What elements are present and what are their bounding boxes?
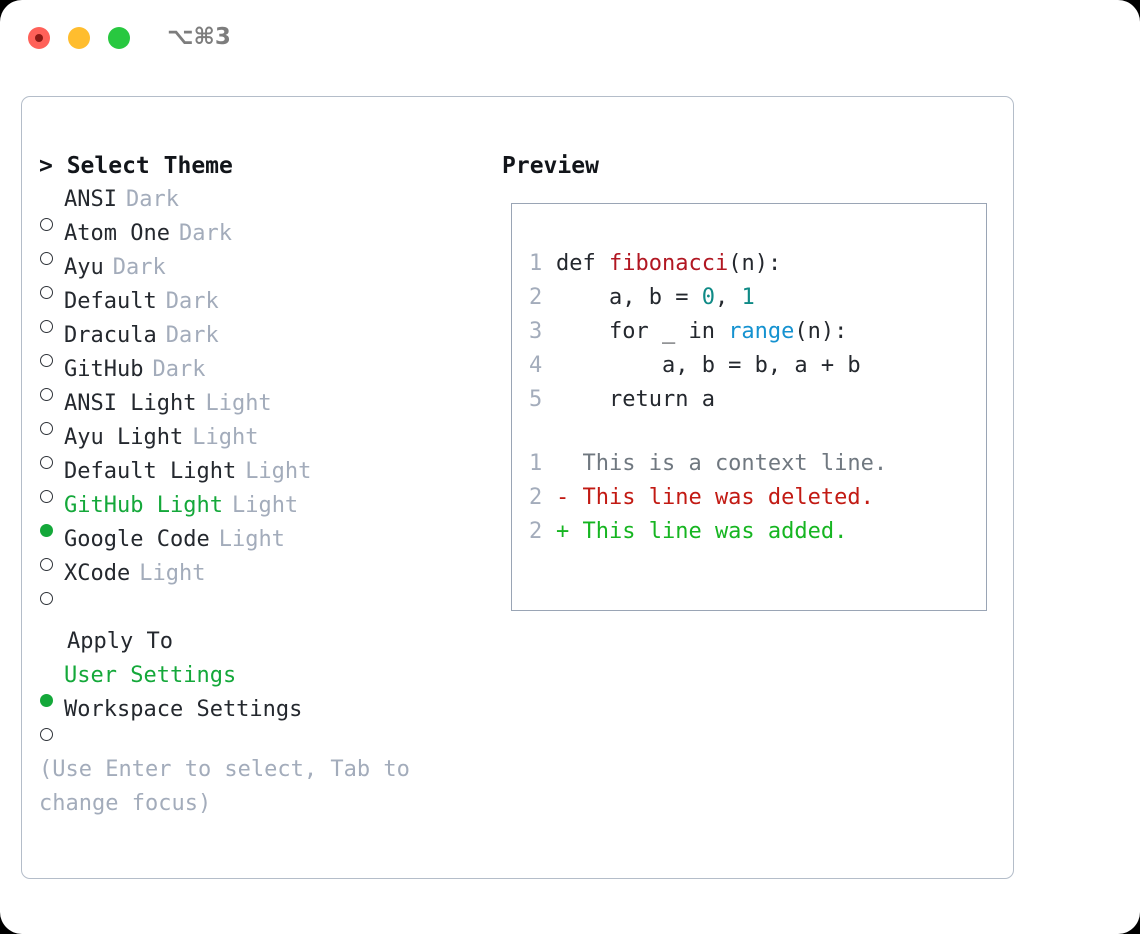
theme-option-label: Google Code — [64, 527, 210, 552]
apply-to-option-1[interactable]: Workspace Settings — [39, 693, 499, 741]
theme-option-2[interactable]: Ayu Dark — [39, 251, 499, 299]
select-theme-heading: > Select Theme — [39, 153, 233, 179]
theme-option-label: GitHub Light — [64, 493, 223, 518]
code-line-number: 3 — [529, 319, 543, 344]
code-line-text: def fibonacci(n): — [556, 247, 781, 281]
minimize-button[interactable] — [68, 27, 90, 49]
theme-option-11[interactable]: XCode Light — [39, 557, 499, 605]
theme-option-label: GitHub — [64, 357, 144, 382]
theme-option-label: Dracula — [64, 323, 157, 348]
code-token: fibonacci — [608, 251, 729, 276]
diff-line-number: 1 — [529, 451, 543, 476]
theme-option-label: XCode — [64, 561, 131, 586]
diff-line: 2 - This line was deleted. — [529, 481, 978, 515]
code-token: a, b = b, a + b — [556, 353, 861, 378]
code-token: def — [556, 251, 609, 276]
theme-option-6[interactable]: ANSI Light Light — [39, 387, 499, 435]
apply-to-option-0[interactable]: User Settings — [39, 659, 499, 707]
theme-option-label: Ayu — [64, 255, 104, 280]
maximize-button[interactable] — [108, 27, 130, 49]
code-line-number: 5 — [529, 387, 543, 412]
code-line-text: a, b = b, a + b — [556, 349, 861, 383]
code-diff-separator — [529, 417, 978, 447]
theme-option-7[interactable]: Ayu Light Light — [39, 421, 499, 469]
theme-option-variant-badge: Dark — [165, 323, 219, 348]
code-line: 2 a, b = 0, 1 — [529, 281, 978, 315]
apply-to-option-label: User Settings — [64, 663, 237, 688]
diff-line: 1 This is a context line. — [529, 447, 978, 481]
diff-line-text: + This line was added. — [556, 519, 848, 544]
code-token: (n): — [728, 251, 782, 276]
code-token: a, b = — [556, 285, 702, 310]
code-token: range — [728, 319, 795, 344]
theme-option-label: Default Light — [64, 459, 237, 484]
theme-option-4[interactable]: Dracula Dark — [39, 319, 499, 367]
diff-line: 2 + This line was added. — [529, 515, 978, 549]
diff-line-number: 2 — [529, 519, 543, 544]
list-spacer — [39, 591, 499, 625]
theme-option-label: ANSI — [64, 187, 117, 212]
code-line-number: 2 — [529, 285, 543, 310]
theme-option-variant-badge: Dark — [178, 221, 232, 246]
theme-option-variant-badge: Dark — [165, 289, 219, 314]
code-token: , — [714, 285, 742, 310]
code-token: for _ in — [556, 319, 729, 344]
theme-option-8[interactable]: Default Light Light — [39, 455, 499, 503]
keyboard-shortcut-label: ⌥⌘3 — [167, 24, 231, 50]
preview-heading: Preview — [502, 153, 599, 179]
code-line-number: 4 — [529, 353, 543, 378]
theme-option-5[interactable]: GitHub Dark — [39, 353, 499, 401]
theme-option-variant-badge: Light — [139, 561, 206, 586]
diff-sample: 1 This is a context line. 2 - This line wa… — [529, 447, 978, 549]
theme-option-3[interactable]: Default Dark — [39, 285, 499, 333]
theme-option-variant-badge: Light — [218, 527, 285, 552]
keyboard-hint-text: (Use Enter to select, Tab to change focu… — [39, 757, 410, 816]
close-button[interactable] — [28, 27, 50, 49]
apply-to-option-label: Workspace Settings — [64, 697, 303, 722]
theme-option-variant-badge: Light — [205, 391, 272, 416]
theme-option-label: Default — [64, 289, 157, 314]
code-line-number: 1 — [529, 251, 543, 276]
code-line: 5 return a — [529, 383, 978, 417]
theme-option-variant-badge: Light — [245, 459, 312, 484]
theme-option-9[interactable]: GitHub Light Light — [39, 489, 499, 537]
theme-option-variant-badge: Light — [231, 493, 299, 518]
theme-option-variant-badge: Dark — [112, 255, 166, 280]
theme-option-10[interactable]: Google Code Light — [39, 523, 499, 571]
code-line-text: return a — [556, 383, 715, 417]
diff-line-number: 2 — [529, 485, 543, 510]
code-token: 0 — [701, 285, 715, 310]
code-token: (n): — [794, 319, 848, 344]
code-token: return a — [556, 387, 715, 412]
theme-option-label: Atom One — [64, 221, 170, 246]
code-line-text: for _ in range(n): — [556, 315, 847, 349]
code-line: 3 for _ in range(n): — [529, 315, 978, 349]
theme-option-label: ANSI Light — [64, 391, 197, 416]
code-token: 1 — [741, 285, 755, 310]
diff-line-text: This is a context line. — [556, 451, 888, 476]
code-line: 4 a, b = b, a + b — [529, 349, 978, 383]
theme-option-variant-badge: Light — [192, 425, 259, 450]
theme-option-1[interactable]: Atom One Dark — [39, 217, 499, 265]
title-bar: ⌥⌘3 — [0, 0, 1140, 76]
theme-option-label: Ayu Light — [64, 425, 184, 450]
diff-line-text: - This line was deleted. — [556, 485, 874, 510]
theme-option-variant-badge: Dark — [152, 357, 206, 382]
theme-option-variant-badge: Dark — [125, 187, 179, 212]
theme-option-0[interactable]: ANSI Dark — [39, 183, 499, 231]
code-line: 1 def fibonacci(n): — [529, 247, 978, 281]
code-line-text: a, b = 0, 1 — [556, 281, 755, 315]
apply-to-heading: Apply To — [67, 629, 173, 654]
